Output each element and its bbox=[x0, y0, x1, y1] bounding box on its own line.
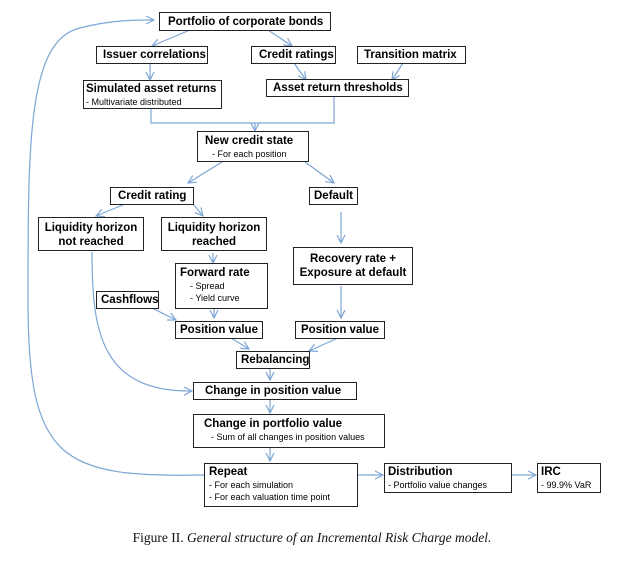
new-credit-state-sub: - For each position bbox=[212, 149, 287, 159]
arrow-posright-to-rebalancing bbox=[309, 337, 339, 351]
arrow-portfolio-to-issuer bbox=[152, 29, 191, 46]
cashflows-node: Cashflows bbox=[96, 291, 159, 309]
forward-rate-sub-spread: - Spread bbox=[190, 281, 225, 291]
liquidity-horizon-reached-node: Liquidity horizon reached bbox=[161, 217, 267, 251]
issuer-correlations-node: Issuer correlations bbox=[96, 46, 208, 64]
cashflows-title: Cashflows bbox=[101, 294, 159, 306]
repeat-node: Repeat - For each simulation - For each … bbox=[204, 463, 358, 507]
credit-rating-title: Credit rating bbox=[118, 190, 187, 202]
arrow-matrix-to-thresholds bbox=[392, 62, 404, 80]
simulated-returns-sub: - Multivariate distributed bbox=[86, 97, 182, 107]
transition-matrix-title: Transition matrix bbox=[364, 49, 457, 61]
change-in-portfolio-value-node: Change in portfolio value - Sum of all c… bbox=[193, 414, 385, 448]
default-title: Default bbox=[314, 190, 353, 202]
arrow-repeat-loop-to-portfolio bbox=[27, 20, 206, 476]
position-value-left-node: Position value bbox=[175, 321, 263, 339]
arrow-state-to-default bbox=[304, 161, 334, 183]
recovery-line1: Recovery rate + bbox=[310, 253, 396, 265]
caption-prefix: Figure II. bbox=[132, 530, 184, 545]
lh-not-line2: not reached bbox=[58, 236, 124, 248]
distribution-node: Distribution - Portfolio value changes bbox=[384, 463, 512, 493]
distribution-sub: - Portfolio value changes bbox=[388, 480, 488, 490]
asset-return-thresholds-node: Asset return thresholds bbox=[266, 79, 409, 97]
rebalancing-title: Rebalancing bbox=[241, 354, 310, 366]
arrow-lh-not-to-change bbox=[91, 251, 192, 391]
irc-title: IRC bbox=[541, 466, 561, 478]
arrow-portfolio-to-ratings bbox=[267, 29, 292, 46]
forward-rate-title: Forward rate bbox=[180, 267, 250, 279]
caption-text: General structure of an Incremental Risk… bbox=[186, 530, 492, 545]
default-node: Default bbox=[309, 187, 358, 205]
rebalancing-node: Rebalancing bbox=[236, 351, 310, 369]
credit-rating-node: Credit rating bbox=[110, 187, 194, 205]
change-in-position-value-node: Change in position value bbox=[193, 382, 357, 400]
arrow-posleft-to-rebalancing bbox=[230, 337, 249, 349]
simulated-returns-node: Simulated asset returns - Multivariate d… bbox=[83, 80, 222, 109]
lh-reached-line1: Liquidity horizon bbox=[167, 222, 261, 234]
change-in-portfolio-value-title: Change in portfolio value bbox=[204, 418, 343, 430]
credit-ratings-node: Credit ratings bbox=[251, 46, 336, 64]
arrow-state-to-rating bbox=[188, 161, 223, 183]
arrow-ratings-to-thresholds bbox=[293, 62, 306, 80]
new-credit-state-title: New credit state bbox=[205, 135, 294, 147]
forward-rate-sub-yield: - Yield curve bbox=[190, 293, 240, 303]
credit-ratings-title: Credit ratings bbox=[259, 49, 334, 61]
arrow-rating-to-lh-not bbox=[96, 203, 126, 216]
arrow-cashflows-to-posvalue bbox=[151, 307, 176, 320]
arrow-rating-to-lh-reached bbox=[192, 203, 203, 216]
irc-sub: - 99.9% VaR bbox=[541, 480, 592, 490]
change-in-portfolio-value-sub: - Sum of all changes in position values bbox=[211, 432, 365, 442]
position-value-right-title: Position value bbox=[301, 324, 379, 336]
asset-return-thresholds-title: Asset return thresholds bbox=[273, 82, 403, 94]
arrow-returns-merge bbox=[150, 96, 335, 124]
simulated-returns-title: Simulated asset returns bbox=[86, 83, 217, 95]
figure-caption: Figure II. General structure of an Incre… bbox=[0, 530, 624, 546]
forward-rate-node: Forward rate - Spread - Yield curve bbox=[175, 263, 268, 309]
issuer-correlations-title: Issuer correlations bbox=[103, 49, 206, 61]
position-value-left-title: Position value bbox=[180, 324, 258, 336]
recovery-rate-node: Recovery rate + Exposure at default bbox=[293, 247, 413, 285]
repeat-sub-simulation: - For each simulation bbox=[209, 480, 294, 490]
recovery-line2: Exposure at default bbox=[299, 267, 407, 279]
lh-reached-line2: reached bbox=[191, 236, 237, 248]
change-in-position-value-title: Change in position value bbox=[205, 385, 342, 397]
lh-not-line1: Liquidity horizon bbox=[44, 222, 138, 234]
repeat-sub-timepoint: - For each valuation time point bbox=[209, 492, 331, 502]
irc-node: IRC - 99.9% VaR bbox=[537, 463, 601, 493]
liquidity-horizon-not-reached-node: Liquidity horizon not reached bbox=[38, 217, 144, 251]
repeat-title: Repeat bbox=[209, 466, 248, 478]
position-value-right-node: Position value bbox=[295, 321, 385, 339]
transition-matrix-node: Transition matrix bbox=[357, 46, 466, 64]
portfolio-title: Portfolio of corporate bonds bbox=[168, 16, 324, 28]
portfolio-node: Portfolio of corporate bonds bbox=[159, 12, 331, 31]
distribution-title: Distribution bbox=[388, 466, 453, 478]
new-credit-state-node: New credit state - For each position bbox=[197, 131, 309, 162]
